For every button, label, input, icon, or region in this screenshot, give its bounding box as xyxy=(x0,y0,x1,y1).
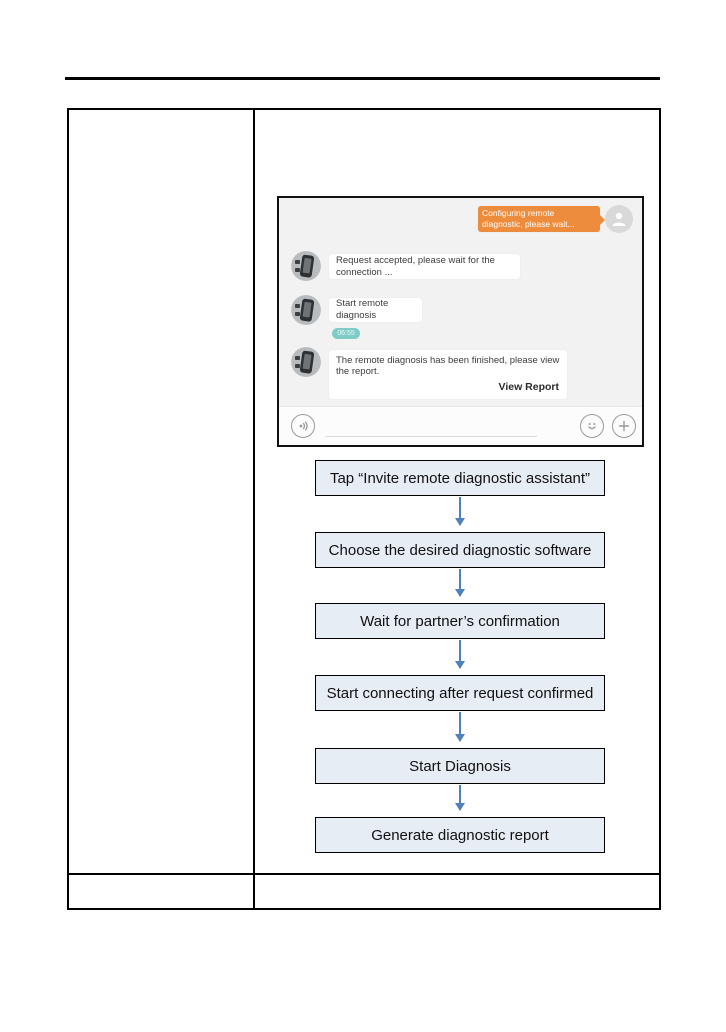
flow-arrow-icon xyxy=(455,712,465,742)
person-icon xyxy=(612,212,626,226)
flow-arrow-icon xyxy=(455,569,465,597)
flow-step-generate-report: Generate diagnostic report xyxy=(315,817,605,853)
incoming-message-bubble: Request accepted, please wait for the co… xyxy=(329,254,520,279)
incoming-message-text: Request accepted, please wait for the co… xyxy=(336,254,495,278)
flow-arrow-icon xyxy=(455,497,465,526)
message-input[interactable] xyxy=(325,436,537,437)
chat-input-toolbar xyxy=(279,406,642,445)
flow-step-invite: Tap “Invite remote diagnostic assistant” xyxy=(315,460,605,496)
person-avatar xyxy=(605,205,633,233)
flow-step-choose-software: Choose the desired diagnostic software xyxy=(315,532,605,568)
incoming-message-text: Start remote diagnosis xyxy=(336,298,389,321)
content-table xyxy=(67,108,661,910)
incoming-message-bubble: The remote diagnosis has been finished, … xyxy=(329,350,567,399)
device-avatar xyxy=(291,251,321,281)
header-rule xyxy=(65,77,660,80)
flow-step-wait-confirmation: Wait for partner’s confirmation xyxy=(315,603,605,639)
incoming-message-bubble: Start remote diagnosis xyxy=(329,298,422,322)
device-avatar xyxy=(291,347,321,377)
timestamp-badge: 06:55 xyxy=(332,328,360,339)
table-column-divider xyxy=(253,110,255,908)
view-report-button[interactable]: View Report xyxy=(498,381,560,393)
flow-arrow-icon xyxy=(455,640,465,669)
device-avatar xyxy=(291,295,321,325)
smiley-icon[interactable] xyxy=(580,414,604,438)
table-row-divider xyxy=(69,873,659,875)
plus-icon[interactable] xyxy=(612,414,636,438)
flow-arrow-icon xyxy=(455,785,465,811)
voice-icon[interactable] xyxy=(291,414,315,438)
incoming-message-text: The remote diagnosis has been finished, … xyxy=(336,355,560,377)
flow-step-start-diagnosis: Start Diagnosis xyxy=(315,748,605,784)
chat-screenshot-panel: Configuring remote diagnostic, please wa… xyxy=(277,196,644,447)
flow-step-start-connecting: Start connecting after request confirmed xyxy=(315,675,605,711)
outgoing-message-bubble: Configuring remote diagnostic, please wa… xyxy=(478,206,605,232)
outgoing-message-text: Configuring remote diagnostic, please wa… xyxy=(482,208,575,229)
